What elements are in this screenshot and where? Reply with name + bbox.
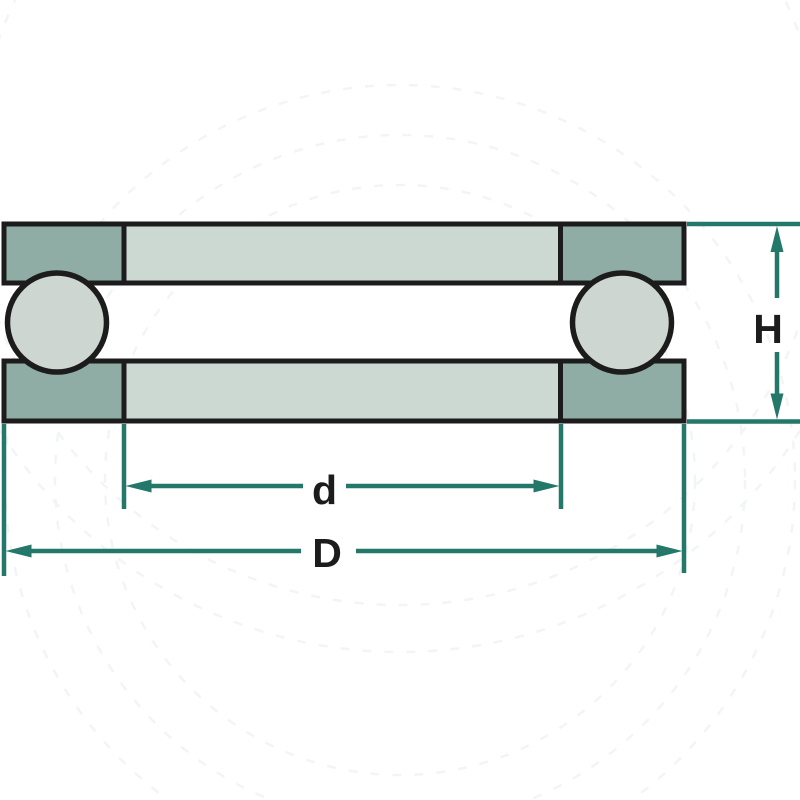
bore-label: d xyxy=(312,467,337,513)
ball-right xyxy=(569,270,675,375)
dimension-bore: d xyxy=(121,424,564,513)
ball-left xyxy=(4,270,110,375)
dimension-height: H xyxy=(687,221,800,424)
dimension-outer: D xyxy=(1,424,687,576)
height-arrow-down xyxy=(770,393,784,420)
height-arrow-up xyxy=(770,226,784,252)
bottom-washer xyxy=(1,358,687,424)
outer-label: D xyxy=(312,530,342,576)
bottom-washer-right-section xyxy=(558,358,687,424)
watermark-arc xyxy=(53,133,747,800)
bore-arrow-left xyxy=(125,479,152,493)
bore-arrow-right xyxy=(533,479,560,493)
outer-arrow-left xyxy=(5,544,32,558)
watermark-arc xyxy=(0,428,800,654)
outer-arrow-right xyxy=(656,544,683,558)
top-washer xyxy=(1,221,687,286)
watermark-arc xyxy=(103,183,697,777)
height-label: H xyxy=(753,306,783,352)
watermark-arc xyxy=(0,0,800,607)
